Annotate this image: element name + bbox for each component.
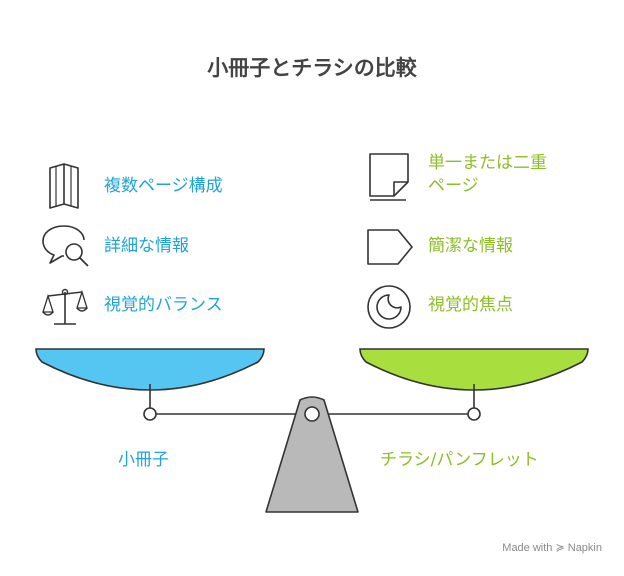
right-item-1-line-1: 単一または二重	[428, 153, 547, 173]
left-item-3: 視覚的バランス	[104, 295, 223, 315]
napkin-watermark: Made with ≽ Napkin	[502, 542, 602, 554]
tag-icon	[367, 229, 413, 265]
booklet-icon	[49, 163, 79, 209]
left-item-2: 詳細な情報	[104, 236, 189, 256]
left-side-label: 小冊子	[118, 450, 169, 470]
diagram-title: 小冊子とチラシの比較	[207, 56, 417, 80]
balance-icon	[42, 288, 88, 325]
right-item-1-line-2: ページ	[428, 176, 479, 196]
fulcrum	[265, 396, 359, 513]
left-item-1: 複数ページ構成	[104, 176, 223, 196]
magnifier-chat-icon	[42, 225, 89, 267]
focus-icon	[367, 285, 411, 329]
right-item-2: 簡潔な情報	[428, 236, 513, 256]
single-page-icon	[369, 153, 409, 201]
right-side-label: チラシ/パンフレット	[380, 450, 539, 470]
right-item-3: 視覚的焦点	[428, 295, 513, 315]
right-item-1: 単一または二重 ページ	[428, 152, 547, 198]
left-pan	[35, 348, 265, 391]
right-pan	[359, 348, 589, 391]
